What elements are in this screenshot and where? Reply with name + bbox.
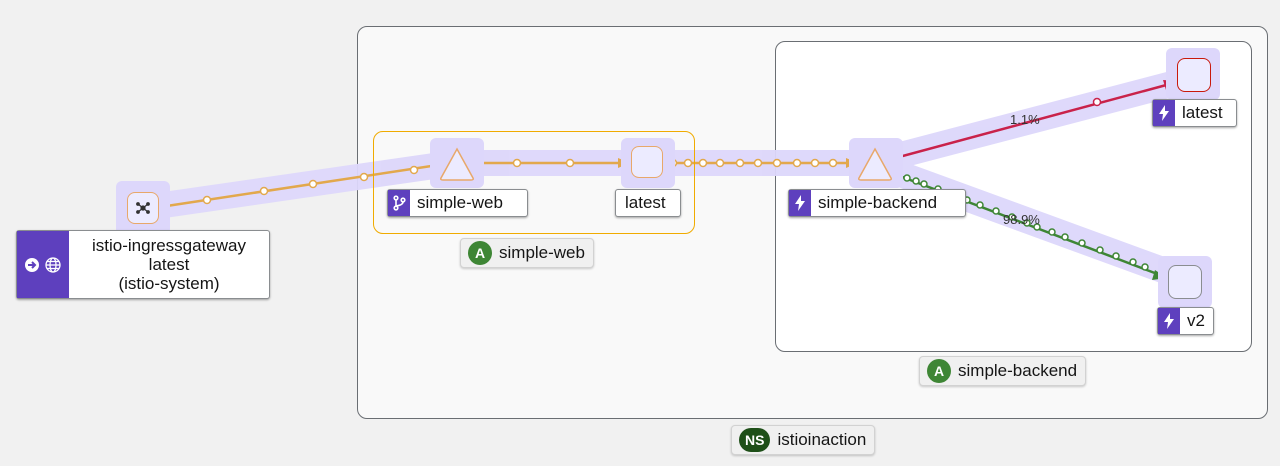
web-service-node[interactable] (438, 145, 476, 183)
backend-service-label[interactable]: simple-backend (788, 189, 966, 217)
gateway-name: istio-ingressgateway (91, 236, 246, 255)
web-workload-node[interactable] (631, 146, 663, 178)
namespace-badge: NS (739, 428, 771, 452)
app-badge: A (927, 359, 951, 383)
app-name: simple-backend (958, 361, 1078, 380)
app-label-simple-web[interactable]: A simple-web (460, 238, 594, 268)
backend-latest-label[interactable]: latest (1152, 99, 1237, 127)
app-label-simple-backend[interactable]: A simple-backend (919, 356, 1087, 386)
gateway-label[interactable]: istio-ingressgateway latest (istio-syste… (16, 230, 270, 299)
web-service-label[interactable]: simple-web (387, 189, 528, 217)
backend-service-text: simple-backend (818, 193, 938, 212)
arrow-circle-icon (25, 257, 39, 272)
globe-icon (45, 256, 61, 273)
backend-v2-label[interactable]: v2 (1157, 307, 1214, 335)
bolt-icon (1153, 100, 1175, 126)
web-workload-label[interactable]: latest (615, 189, 681, 217)
edge-backend-latest[interactable] (883, 82, 1171, 163)
app-badge: A (468, 241, 492, 265)
branch-icon (388, 190, 410, 216)
web-workload-text: latest (625, 193, 666, 212)
namespace-name: istioinaction (777, 430, 867, 449)
backend-v2-text: v2 (1187, 311, 1205, 330)
edge-label-latest: 1.1% (1010, 112, 1040, 127)
backend-latest-text: latest (1182, 103, 1223, 122)
namespace-label[interactable]: NS istioinaction (731, 425, 876, 455)
gateway-namespace: (istio-system) (118, 274, 220, 293)
gateway-node[interactable] (127, 192, 159, 224)
edge-label-v2: 98.9% (1003, 212, 1040, 227)
backend-service-node[interactable] (856, 145, 894, 183)
app-box-simple-web[interactable] (373, 131, 695, 234)
bolt-icon (789, 190, 811, 216)
bolt-icon (1158, 308, 1180, 334)
app-name: simple-web (499, 243, 585, 262)
web-service-text: simple-web (417, 193, 503, 212)
gateway-badge (17, 231, 69, 298)
backend-v2-node[interactable] (1168, 265, 1202, 299)
mesh-icon (136, 202, 150, 214)
backend-latest-node[interactable] (1177, 58, 1211, 92)
gateway-version: latest (148, 255, 190, 274)
